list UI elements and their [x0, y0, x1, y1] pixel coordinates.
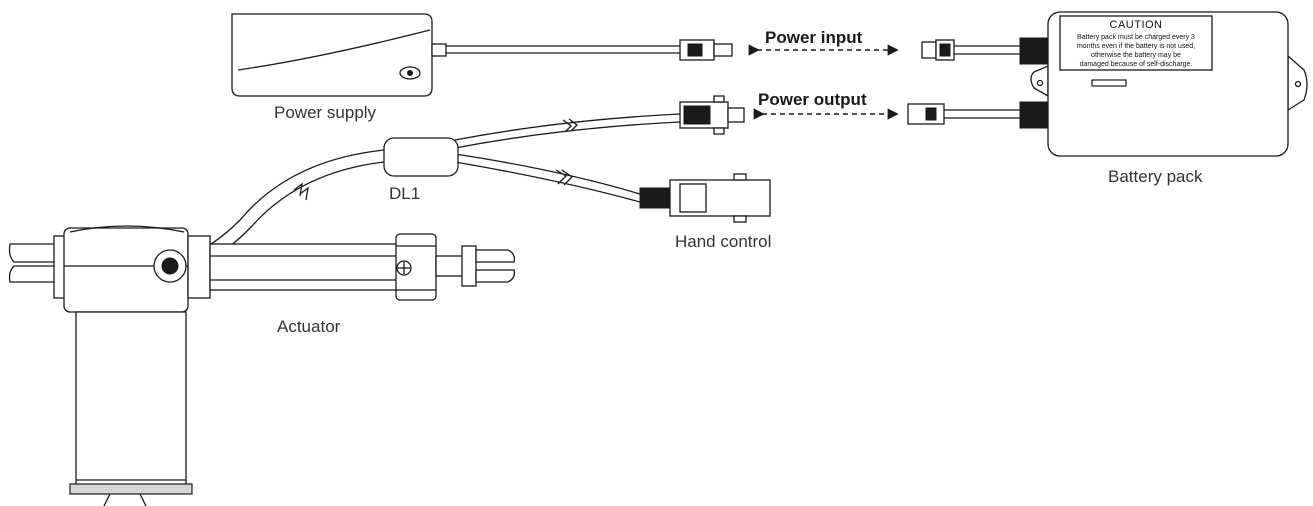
dl1-cable	[171, 95, 745, 273]
label-dl1: DL1	[389, 184, 420, 203]
power-supply	[231, 13, 733, 97]
caution-line-1: Battery pack must be charged every 3	[1077, 34, 1195, 41]
battery-pack	[907, 11, 1308, 157]
label-power-input: Power input	[765, 28, 863, 47]
caution-line-4: damaged because of self-discharge.	[1080, 61, 1193, 68]
actuator	[8, 225, 516, 506]
caution-line-2: months even if the battery is not used,	[1077, 43, 1195, 50]
label-hand-control: Hand control	[675, 232, 771, 251]
label-battery-pack: Battery pack	[1108, 167, 1203, 186]
label-actuator: Actuator	[277, 317, 341, 336]
label-power-supply: Power supply	[274, 103, 377, 122]
label-power-output: Power output	[758, 90, 867, 109]
caution-line-3: otherwise the battery may be	[1091, 52, 1181, 59]
caution-title: CAUTION	[1110, 19, 1163, 31]
hand-control-connector	[639, 173, 771, 223]
